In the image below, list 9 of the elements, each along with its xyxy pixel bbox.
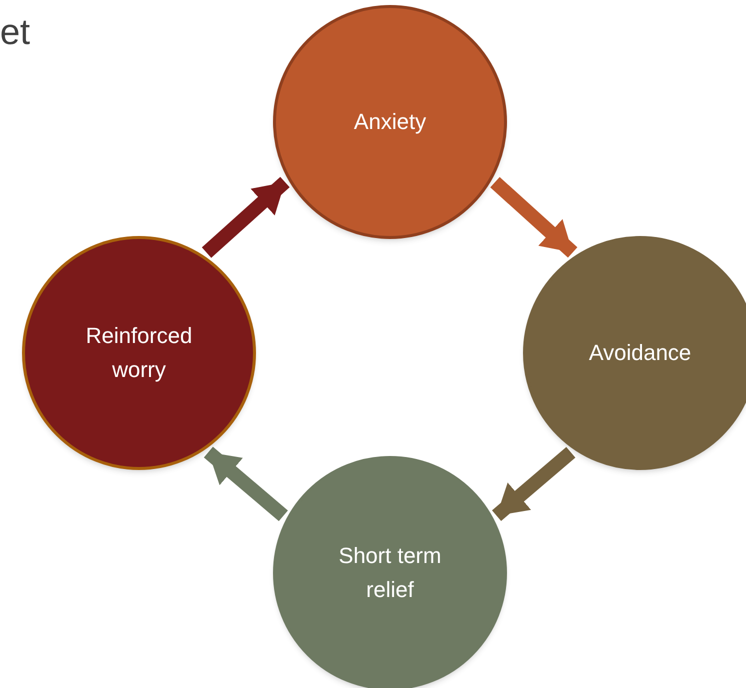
node-label: Anxiety <box>352 108 428 136</box>
node-label: Reinforced worry <box>84 322 194 384</box>
block-arrow <box>490 177 578 258</box>
heading-fragment: et <box>0 10 30 54</box>
block-arrow <box>492 446 576 522</box>
block-arrow <box>204 446 288 522</box>
block-arrow <box>202 176 290 258</box>
node-label: Avoidance <box>588 339 692 367</box>
node-label: Short term relief <box>338 542 442 604</box>
